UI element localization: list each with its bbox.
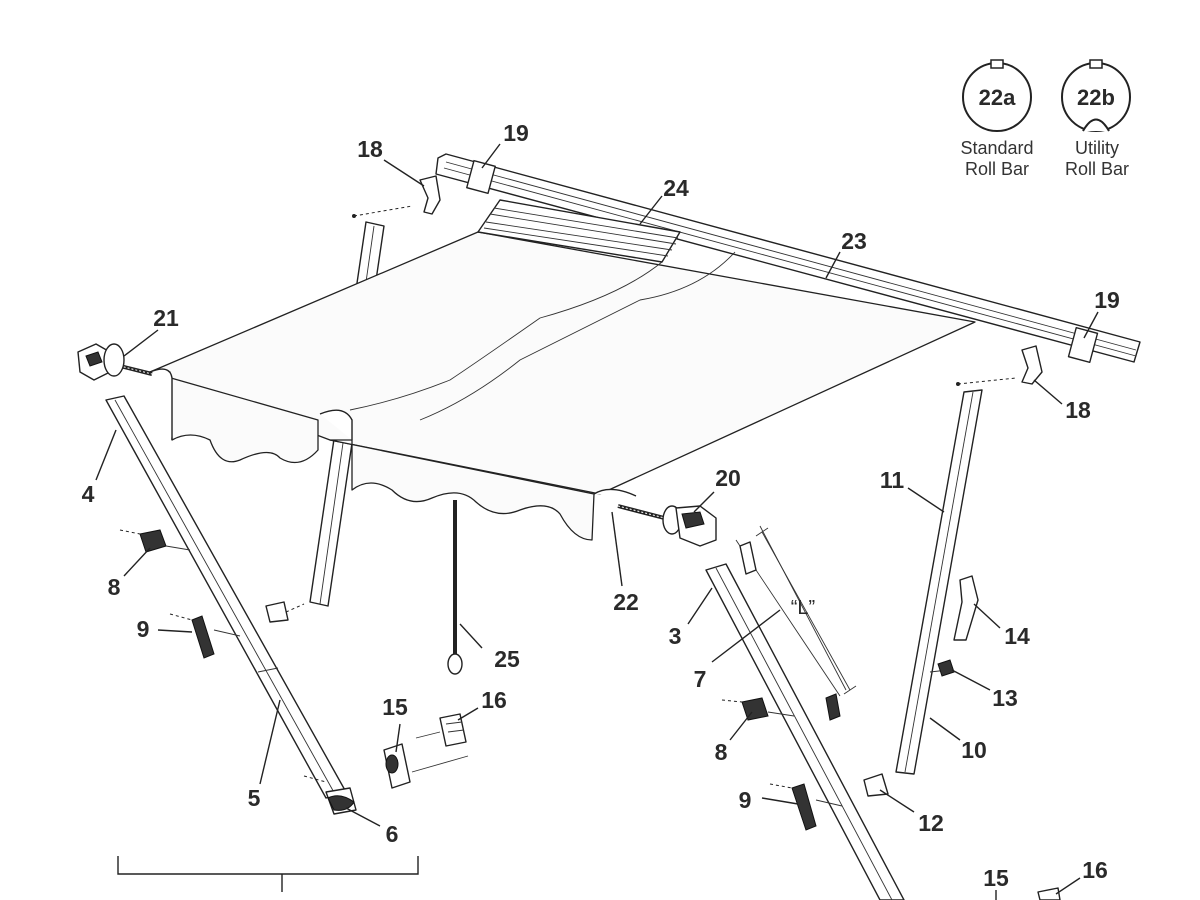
legend-caption-line: Roll Bar [1065,159,1129,179]
callout-label: 14 [1004,623,1030,649]
bottom-mount-right [1037,887,1061,900]
hardware-left [119,529,241,659]
callout-label: 7 [694,666,707,692]
valance-roll [593,488,637,497]
assembly-bracket [117,856,419,892]
legend-utility-roll-bar: 22b Utility Roll Bar [1061,59,1131,179]
legend-caption-line: Roll Bar [965,159,1029,179]
callout-label: 12 [918,810,944,836]
callout-label: 15 [382,694,408,720]
callout-label: 9 [137,616,150,642]
legend-code-22a: 22a [979,85,1016,110]
rafter-bracket-left [352,175,441,218]
leader-lines [95,143,1099,900]
callout-label: 21 [153,305,179,331]
callout-label: 25 [494,646,520,672]
legend-caption-line: Standard [960,138,1033,158]
rail-end-stop-right [1067,326,1099,364]
callout-label: 3 [669,623,682,649]
valance-left [149,371,319,464]
awning-fabric [149,199,976,541]
callout-label: 19 [503,120,529,146]
rafter-knob [937,659,955,677]
callout-label: 24 [663,175,689,201]
callout-label: 10 [961,737,987,763]
pull-strap [447,500,463,675]
callout-label: 9 [739,787,752,813]
callout-label: 11 [880,467,905,493]
callout-label: 18 [357,136,383,162]
roll-bar-legend: 22a Standard Roll Bar 22b Utility Roll B… [960,59,1131,179]
legend-standard-roll-bar: 22a Standard Roll Bar [960,59,1034,179]
callout-label: 6 [386,821,399,847]
rafter-clip [265,601,289,623]
dimension-l [755,527,857,695]
valance-roll [149,368,173,440]
arm-latch-right [739,541,757,575]
callout-label: 20 [715,465,741,491]
main-arm-left [105,395,357,815]
legend-code-22b: 22b [1077,85,1115,110]
end-cap-right [662,505,717,547]
main-arm-right [705,525,905,900]
callout-label: 13 [992,685,1018,711]
callout-label: 15 [983,865,1009,891]
callout-label: 16 [481,687,507,713]
valance-center [329,439,595,541]
awning-slats [477,199,681,263]
hardware-right [721,697,843,831]
rafter-arm-right [863,389,983,797]
callout-label: 18 [1065,397,1091,423]
callout-label: 22 [613,589,639,615]
callout-label: 5 [248,785,261,811]
callout-label: 23 [841,228,867,254]
callout-label: 16 [1082,857,1108,883]
callout-label: “L” [791,597,815,619]
valance-roll [319,409,353,440]
callout-label: 8 [108,574,121,600]
legend-caption-line: Utility [1075,138,1119,158]
callout-label: 4 [82,481,95,507]
bottom-mount-left [303,713,469,789]
callout-label: 8 [715,739,728,765]
callout-label: 19 [1094,287,1120,313]
rafter-bracket-right [956,345,1043,386]
rafter-lock-lever [953,575,979,641]
end-cap-left [77,343,125,381]
callout-labels: 18 19 24 23 19 18 21 4 8 9 11 20 22 14 3… [82,120,1120,891]
